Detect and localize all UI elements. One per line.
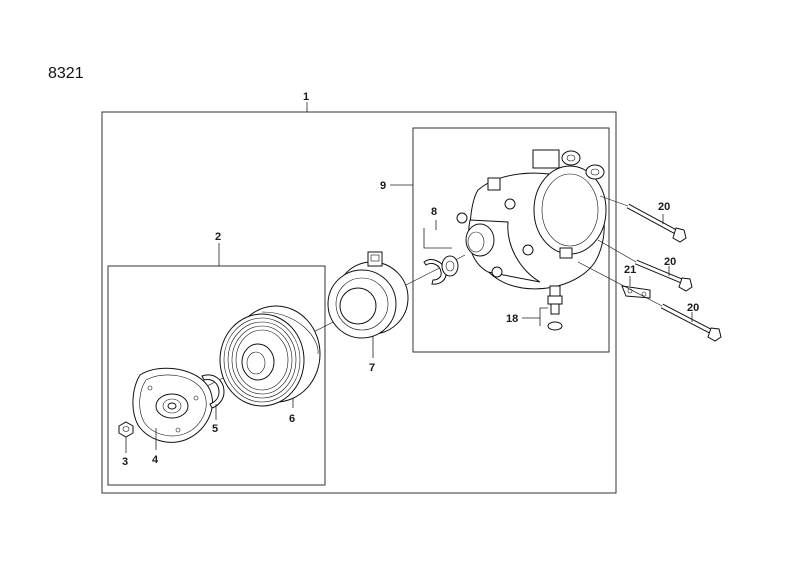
relief-valve-part [547,285,563,331]
callout-5: 5 [212,423,218,435]
callout-4: 4 [152,454,159,466]
assembly-box [101,111,617,494]
callout-6: 6 [289,413,295,425]
callout-7: 7 [369,362,375,374]
armature-plate-part [132,367,213,443]
field-coil-part [327,251,409,339]
callout-9: 9 [380,180,386,192]
callout-21: 21 [624,264,636,276]
snap-ring-part [201,374,225,409]
compressor-subassembly-box [412,127,610,353]
callout-18: 18 [506,313,518,325]
callout-1: 1 [303,91,309,103]
callout-20-upper: 20 [658,201,670,213]
bolt-upper-part [626,203,687,243]
callout-8: 8 [431,206,437,218]
bolt-middle-part [635,259,693,292]
callout-20-lower: 20 [687,302,699,314]
callout-3: 3 [122,456,128,468]
bolt-lower-part [660,303,722,342]
clutch-subassembly-box [107,265,326,486]
compressor-body-part [456,149,607,290]
bracket-part [621,285,651,299]
diagram-number: 8321 [48,65,84,82]
callout-20-middle: 20 [664,256,676,268]
nut-part [118,421,134,438]
callout-2: 2 [215,231,221,243]
pulley-part [219,305,321,407]
shaft-seal-kit-part [423,255,459,285]
